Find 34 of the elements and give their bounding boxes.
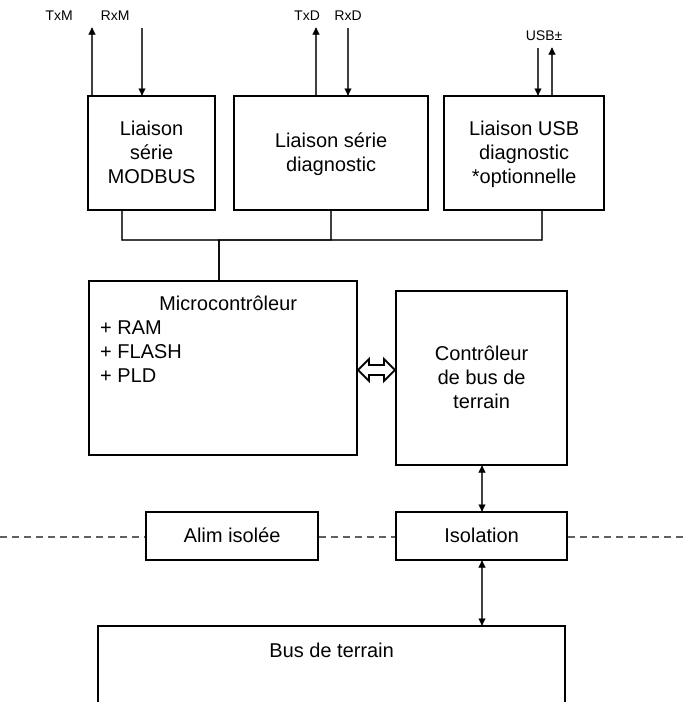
arrow (478, 560, 486, 626)
block-title: Alim isolée (184, 524, 280, 548)
block-box (233, 95, 429, 211)
block-box (97, 625, 566, 702)
arrow (344, 28, 352, 96)
block-box (395, 290, 568, 466)
block-box (145, 511, 319, 561)
block-item: + FLASH (100, 340, 182, 364)
block-box (443, 95, 605, 211)
block-title: Liaison USB diagnostic *optionnelle (468, 117, 580, 189)
arrow (88, 27, 96, 95)
connector-line (218, 211, 543, 280)
block-title: Contrôleur de bus de terrain (434, 342, 530, 414)
double-arrow (356, 356, 396, 384)
block-title: Liaison série diagnostic (274, 129, 388, 177)
signal-label: USB± (522, 26, 566, 44)
signal-label: TxM (38, 6, 80, 24)
arrow (534, 48, 542, 96)
block-item: + PLD (100, 364, 156, 388)
block-box (88, 280, 358, 456)
arrow (312, 27, 320, 95)
block-title: Microcontrôleur (159, 292, 297, 316)
block-item: + RAM (100, 316, 162, 340)
block-box (395, 511, 568, 561)
signal-label: RxM (94, 6, 136, 24)
block-title: Liaison série MODBUS (106, 117, 196, 189)
signal-label: TxD (288, 6, 326, 24)
block-title: Bus de terrain (269, 639, 394, 663)
block-box (87, 95, 216, 211)
arrow (478, 465, 486, 512)
signal-label: RxD (329, 6, 367, 24)
arrow (548, 47, 556, 95)
arrow (138, 28, 146, 96)
block-title: Isolation (444, 524, 519, 548)
